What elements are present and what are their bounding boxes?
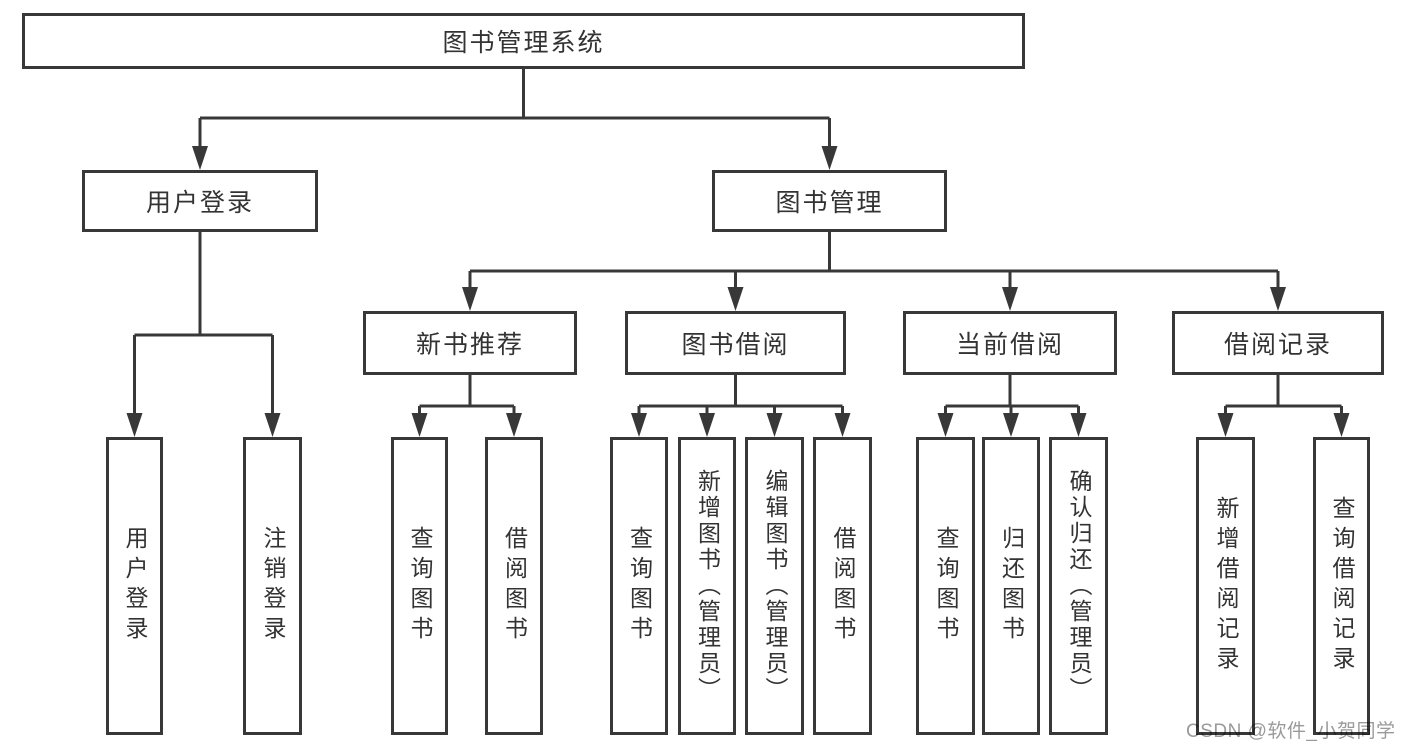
node-new-book-recommend: 新书推荐 — [363, 311, 577, 375]
node-borrow-records: 借阅记录 — [1172, 311, 1384, 375]
leaf-borrowing-add-book-admin-label: 新增图书（管理员） — [694, 469, 721, 703]
node-book-management: 图书管理 — [712, 170, 947, 232]
leaf-records-add-borrow-record-label: 新增借阅记录 — [1213, 496, 1239, 676]
leaf-current-query-book-label: 查询图书 — [933, 526, 959, 646]
leaf-borrowing-query-book: 查询图书 — [610, 437, 668, 735]
leaf-current-return-book-label: 归还图书 — [998, 526, 1025, 646]
leaf-user-login-label: 用户登录 — [122, 526, 148, 646]
leaf-borrowing-borrow-book-label: 借阅图书 — [830, 526, 856, 646]
leaf-current-return-book: 归还图书 — [982, 437, 1040, 735]
leaf-borrowing-borrow-book: 借阅图书 — [813, 437, 872, 735]
leaf-current-confirm-return-admin-label: 确认归还（管理员） — [1066, 469, 1092, 703]
leaf-recommend-borrow-book: 借阅图书 — [485, 437, 543, 735]
node-user-login-label: 用户登录 — [145, 189, 254, 217]
leaf-current-confirm-return-admin: 确认归还（管理员） — [1049, 437, 1108, 735]
leaf-borrowing-query-book-label: 查询图书 — [626, 526, 653, 646]
leaf-logout: 注销登录 — [243, 437, 302, 735]
leaf-recommend-query-book-label: 查询图书 — [407, 526, 433, 646]
leaf-records-query-borrow-record-label: 查询借阅记录 — [1329, 496, 1355, 676]
node-book-borrowing-label: 图书借阅 — [681, 331, 790, 359]
node-current-borrowing: 当前借阅 — [903, 311, 1117, 375]
leaf-borrowing-add-book-admin: 新增图书（管理员） — [678, 437, 736, 735]
leaf-borrowing-edit-book-admin: 编辑图书（管理员） — [745, 437, 804, 735]
node-book-borrowing: 图书借阅 — [625, 311, 846, 375]
leaf-current-query-book: 查询图书 — [916, 437, 975, 735]
node-root-system-label: 图书管理系统 — [442, 29, 605, 57]
node-current-borrowing-label: 当前借阅 — [955, 331, 1064, 359]
node-borrow-records-label: 借阅记录 — [1223, 331, 1332, 359]
leaf-records-add-borrow-record: 新增借阅记录 — [1196, 437, 1255, 735]
leaf-logout-label: 注销登录 — [260, 526, 286, 646]
leaf-recommend-borrow-book-label: 借阅图书 — [501, 526, 528, 646]
node-root-system: 图书管理系统 — [22, 13, 1025, 69]
leaf-recommend-query-book: 查询图书 — [391, 437, 448, 735]
leaf-user-login: 用户登录 — [106, 437, 163, 735]
leaf-records-query-borrow-record: 查询借阅记录 — [1313, 437, 1370, 735]
node-new-book-recommend-label: 新书推荐 — [415, 331, 524, 359]
node-book-management-label: 图书管理 — [775, 189, 884, 217]
csdn-watermark: CSDN @软件_小贺同学 — [1186, 721, 1396, 742]
leaf-borrowing-edit-book-admin-label: 编辑图书（管理员） — [762, 469, 788, 703]
node-user-login: 用户登录 — [82, 170, 318, 232]
arrowheads — [126, 146, 1350, 437]
